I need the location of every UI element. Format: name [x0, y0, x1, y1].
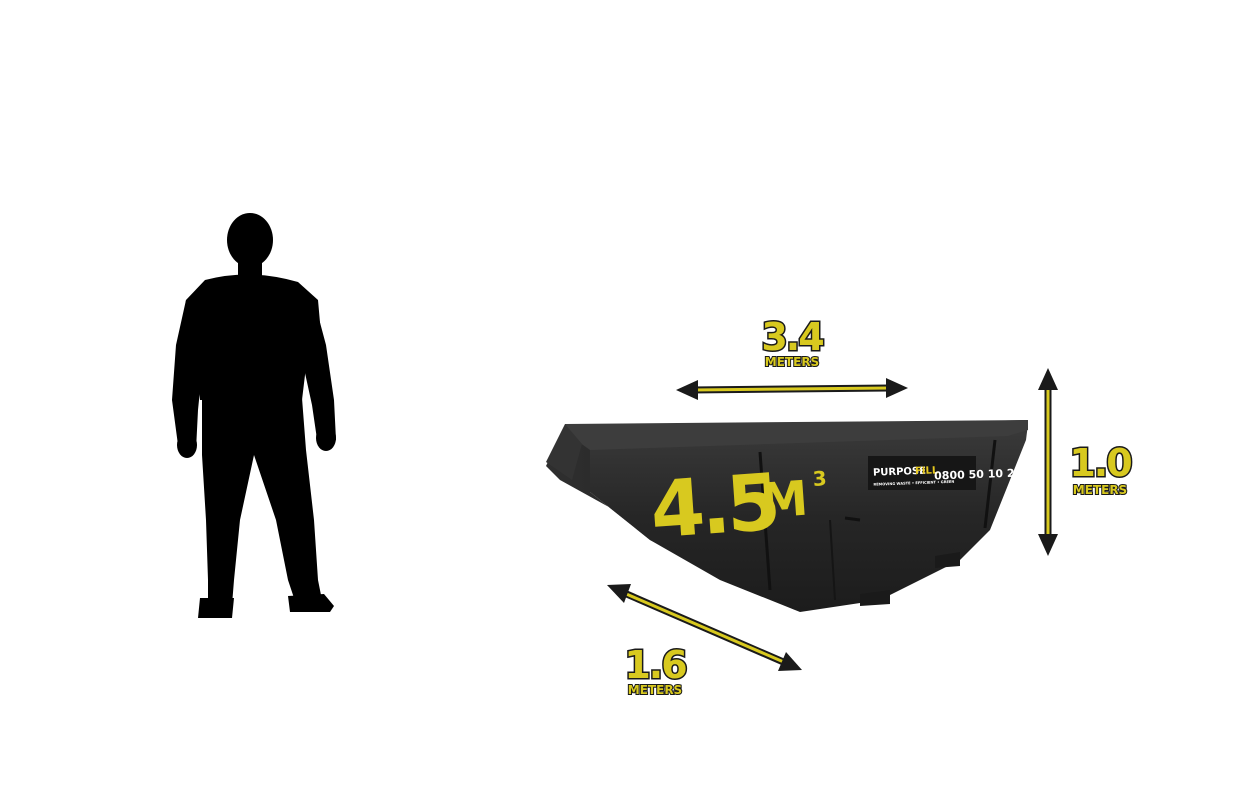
width-unit: METERS	[628, 683, 682, 697]
brand-tagline: REMOVING WASTE • EFFICIENT • GREEN	[873, 480, 954, 487]
volume-unit: M	[758, 471, 810, 530]
height-label: 1.0 METERS	[1068, 440, 1135, 499]
width-value: 1.6	[624, 643, 686, 687]
height-value: 1.0	[1069, 441, 1131, 485]
brand-phone: 0800 50 10 20	[934, 466, 1023, 482]
brand-name-part1: PURPOSE	[873, 466, 927, 479]
width-label: 1.6 METERS	[623, 642, 690, 699]
width-arrow	[607, 584, 802, 671]
height-arrow	[1038, 368, 1058, 556]
length-value: 3.4	[761, 315, 823, 359]
length-label: 3.4 METERS	[760, 314, 827, 371]
length-arrow	[676, 378, 908, 400]
length-unit: METERS	[765, 355, 819, 369]
volume-number: 4.5	[648, 458, 780, 557]
volume-exponent: 3	[812, 466, 828, 491]
brand-name-part2: FILL	[915, 465, 939, 477]
height-unit: METERS	[1073, 483, 1127, 497]
